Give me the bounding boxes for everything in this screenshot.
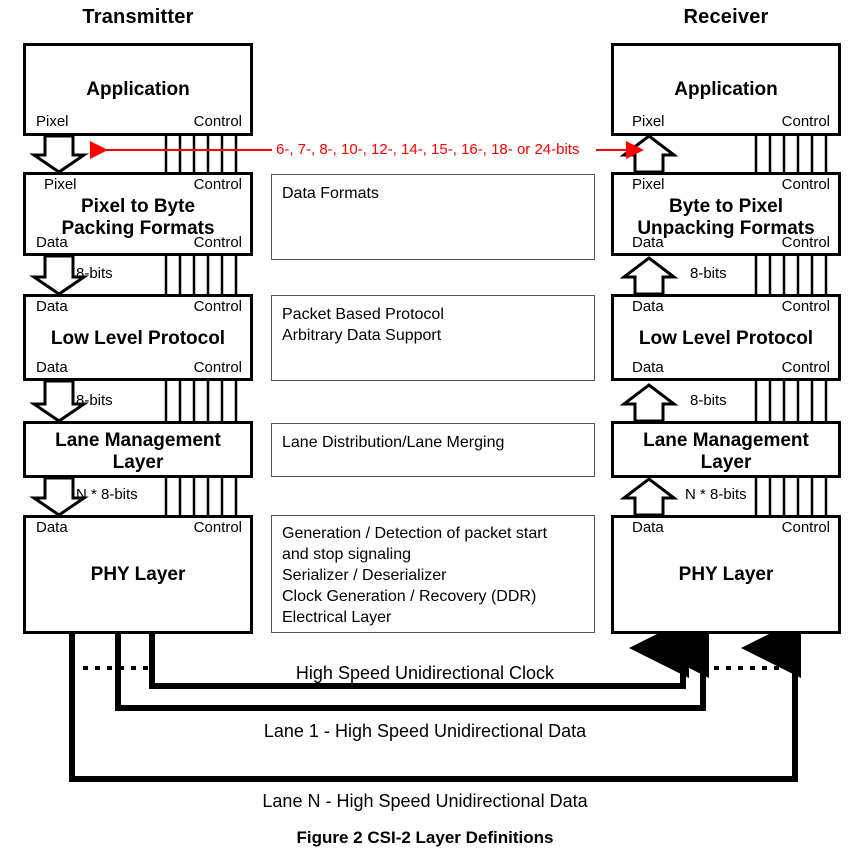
tx-bus-label-2: 8-bits (76, 392, 113, 409)
rx-bus-label-2: 8-bits (690, 392, 727, 409)
rx-byte-to-pixel-port-control-top: Control (781, 176, 830, 193)
tx-phy-port-control: Control (193, 519, 242, 536)
tx-phy-port-data: Data (36, 519, 68, 536)
rx-bus-label-3: N * 8-bits (685, 486, 747, 503)
rx-llp-port-control-top: Control (781, 298, 830, 315)
tx-pixel-to-byte-port-control-top: Control (193, 176, 242, 193)
tx-bus-label-1: 8-bits (76, 265, 113, 282)
tx-low-level-protocol-box[interactable]: Data Control Low Level Protocol Data Con… (23, 294, 253, 381)
rx-data-arrows (619, 134, 679, 517)
lane-n-link-path (69, 618, 801, 782)
rx-phy-layer-title: PHY Layer (678, 564, 774, 585)
tx-control-bus (164, 136, 238, 515)
tx-application-port-control: Control (193, 113, 242, 130)
tx-llp-port-control-top: Control (193, 298, 242, 315)
tx-llp-port-data-bottom: Data (36, 359, 68, 376)
highspeed-links (69, 618, 801, 782)
tx-pixel-to-byte-title-line2: Packing Formats (61, 218, 215, 239)
rx-llp-port-control-bottom: Control (781, 359, 830, 376)
tx-bus-label-3: N * 8-bits (76, 486, 138, 503)
tx-phy-layer-box[interactable]: Data Control PHY Layer (23, 515, 253, 634)
bit-depth-label: 6-, 7-, 8-, 10-, 12-, 14-, 15-, 16-, 18-… (276, 141, 580, 158)
tx-data-arrows (29, 134, 89, 517)
tx-application-port-pixel: Pixel (36, 113, 69, 130)
rx-llp-port-data-top: Data (632, 298, 664, 315)
rx-byte-to-pixel-title-line2: Unpacking Formats (637, 218, 815, 239)
rx-application-port-control: Control (781, 113, 830, 130)
rx-application-title: Application (674, 79, 778, 100)
tx-application-box[interactable]: Application Pixel Control (23, 43, 253, 136)
phy-description-box: Generation / Detection of packet start a… (271, 515, 595, 633)
rx-low-level-protocol-box[interactable]: Data Control Low Level Protocol Data Con… (611, 294, 841, 381)
tx-llp-port-data-top: Data (36, 298, 68, 315)
receiver-column-title: Receiver (683, 6, 769, 28)
rx-byte-to-pixel-port-control-bottom: Control (781, 234, 830, 251)
rx-byte-to-pixel-box[interactable]: Pixel Control Byte to Pixel Unpacking Fo… (611, 172, 841, 256)
lane-description-text: Lane Distribution/Lane Merging (282, 434, 505, 451)
tx-pixel-to-byte-port-data: Data (36, 234, 68, 251)
transmitter-column-title: Transmitter (82, 6, 194, 28)
tx-application-title: Application (86, 79, 190, 100)
lane-n-link-label: Lane N - High Speed Unidirectional Data (262, 791, 588, 811)
protocol-description-text: Packet Based Protocol Arbitrary Data Sup… (282, 306, 444, 344)
rx-application-box[interactable]: Application Pixel Control (611, 43, 841, 136)
lane-description-box: Lane Distribution/Lane Merging (271, 423, 595, 477)
tx-lane-management-box[interactable]: Lane Management Layer (23, 421, 253, 478)
lane-1-link-path (115, 618, 709, 711)
rx-lane-management-title-line1: Lane Management (643, 430, 809, 451)
tx-pixel-to-byte-box[interactable]: Pixel Control Pixel to Byte Packing Form… (23, 172, 253, 256)
rx-lane-management-title-line2: Layer (700, 452, 752, 473)
rx-control-bus (754, 136, 828, 515)
rx-phy-layer-box[interactable]: Data Control PHY Layer (611, 515, 841, 634)
rx-application-port-pixel: Pixel (632, 113, 665, 130)
tx-lane-management-title-line2: Layer (112, 452, 164, 473)
lane-1-link-label: Lane 1 - High Speed Unidirectional Data (263, 721, 587, 741)
phy-description-text: Generation / Detection of packet start a… (282, 525, 548, 626)
figure-caption: Figure 2 CSI-2 Layer Definitions (296, 828, 554, 847)
rx-byte-to-pixel-title-line1: Byte to Pixel (668, 196, 784, 217)
rx-bus-label-1: 8-bits (690, 265, 727, 282)
tx-phy-layer-title: PHY Layer (90, 564, 186, 585)
protocol-description-box: Packet Based Protocol Arbitrary Data Sup… (271, 295, 595, 381)
rx-phy-port-control: Control (781, 519, 830, 536)
rx-low-level-protocol-title: Low Level Protocol (638, 328, 814, 349)
tx-llp-port-control-bottom: Control (193, 359, 242, 376)
rx-byte-to-pixel-port-pixel-top: Pixel (632, 176, 665, 193)
data-formats-description-box: Data Formats (271, 174, 595, 260)
rx-llp-port-data-bottom: Data (632, 359, 664, 376)
rx-byte-to-pixel-port-data: Data (632, 234, 664, 251)
tx-pixel-to-byte-title-line1: Pixel to Byte (80, 196, 196, 217)
data-formats-description-text: Data Formats (282, 185, 379, 202)
tx-lane-management-title-line1: Lane Management (55, 430, 221, 451)
rx-lane-management-box[interactable]: Lane Management Layer (611, 421, 841, 478)
clock-link-label: High Speed Unidirectional Clock (295, 663, 555, 683)
rx-phy-port-data: Data (632, 519, 664, 536)
tx-pixel-to-byte-port-control-bottom: Control (193, 234, 242, 251)
tx-low-level-protocol-title: Low Level Protocol (50, 328, 226, 349)
tx-pixel-to-byte-port-pixel-top: Pixel (44, 176, 77, 193)
